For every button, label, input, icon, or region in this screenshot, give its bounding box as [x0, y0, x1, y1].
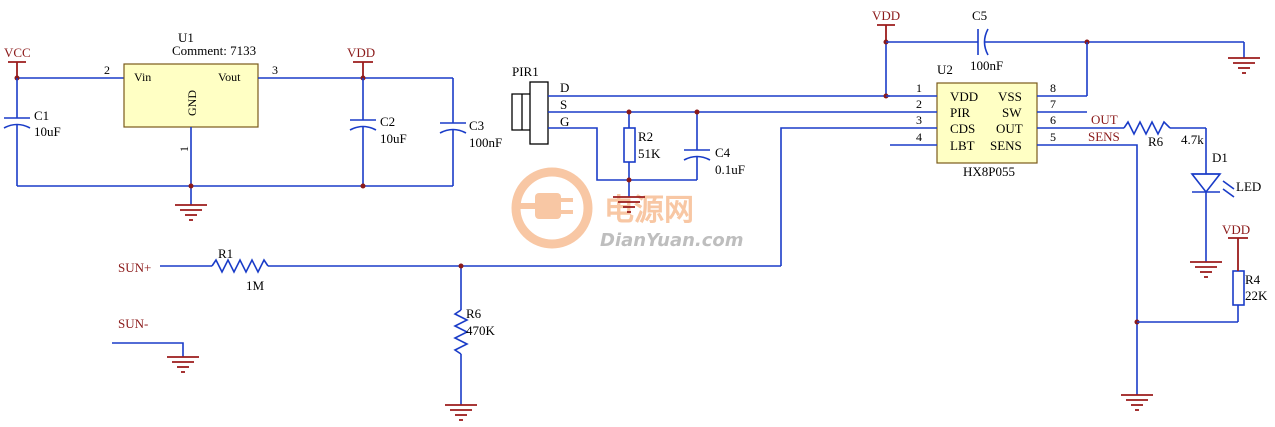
pir-ref: PIR1: [512, 64, 539, 79]
r1-resistor: [211, 258, 269, 274]
d1-value: LED: [1236, 179, 1261, 194]
r2-value: 51K: [638, 146, 661, 161]
svg-text:3: 3: [272, 63, 278, 77]
c2-ref: C2: [380, 114, 395, 129]
svg-text:PIR: PIR: [950, 105, 971, 120]
watermark-en: DianYuan.com: [600, 230, 744, 251]
svg-text:Vin: Vin: [134, 70, 151, 84]
r4-ref: R4: [1245, 272, 1261, 287]
svg-text:VDD: VDD: [950, 89, 978, 104]
svg-text:1: 1: [916, 81, 922, 95]
pir-sensor: [529, 81, 549, 145]
ground-icon: [1228, 57, 1260, 74]
svg-text:GND: GND: [185, 90, 199, 116]
r1-ref: R1: [218, 246, 233, 261]
svg-text:8: 8: [1050, 81, 1056, 95]
vcc-label: VCC: [4, 45, 31, 60]
ground-icon: [175, 204, 207, 221]
vdd-label-1: VDD: [347, 45, 375, 60]
c2-value: 10uF: [380, 131, 407, 146]
solar-input-section: SUN+ R1 1M R6 470K SUN-: [112, 127, 890, 421]
c3-ref: C3: [469, 118, 484, 133]
r1-value: 1M: [246, 278, 265, 293]
r6a-value: 470K: [466, 323, 496, 338]
sens-label: SENS: [1088, 129, 1120, 144]
svg-text:G: G: [560, 114, 569, 129]
r2-ref: R2: [638, 129, 653, 144]
c1-ref: C1: [34, 108, 49, 123]
ground-icon: [1121, 394, 1153, 411]
svg-text:LBT: LBT: [950, 138, 975, 153]
ground-icon: [445, 404, 477, 421]
r6b-ref: R6: [1148, 134, 1164, 149]
r6a-ref: R6: [466, 306, 482, 321]
svg-text:Vout: Vout: [218, 70, 241, 84]
svg-text:VSS: VSS: [998, 89, 1022, 104]
plug-logo-icon: [511, 167, 593, 249]
svg-text:1: 1: [177, 146, 191, 152]
d1-ref: D1: [1212, 150, 1228, 165]
ground-icon: [1190, 261, 1222, 278]
u1-regulator: [123, 63, 259, 128]
svg-text:OUT: OUT: [996, 121, 1023, 136]
svg-text:6: 6: [1050, 113, 1056, 127]
svg-text:3: 3: [916, 113, 922, 127]
ground-icon: [613, 196, 645, 213]
r6b-value: 4.7k: [1181, 132, 1204, 147]
pir-section: PIR1 D S G R2 51K C4 0.1uF: [511, 64, 890, 213]
svg-text:7: 7: [1050, 97, 1056, 111]
r4-value: 22K: [1245, 288, 1268, 303]
c3-value: 100nF: [469, 135, 502, 150]
c5-ref: C5: [972, 8, 987, 23]
watermark: 电源网 DianYuan.com: [511, 167, 744, 251]
c4-value: 0.1uF: [715, 162, 745, 177]
watermark-cn: 电源网: [604, 193, 694, 228]
vdd-label-3: VDD: [1222, 222, 1250, 237]
r2-resistor: [623, 127, 636, 163]
r6-resistor-470k: [453, 309, 469, 355]
out-label: OUT: [1091, 112, 1118, 127]
regulator-section: VCC 2 C1 10uF U1 Comment: 7133 Vin Vout …: [3, 30, 502, 221]
r6-resistor-4k7: [1123, 120, 1171, 136]
svg-text:2: 2: [104, 63, 110, 77]
ground-icon: [167, 356, 199, 373]
c1-value: 10uF: [34, 124, 61, 139]
svg-text:SW: SW: [1002, 105, 1022, 120]
output-section: OUT SENS R6 4.7k D1 LED VDD R4: [1087, 112, 1268, 411]
sun-neg-label: SUN-: [118, 316, 148, 331]
u1-comment: Comment: 7133: [172, 43, 256, 58]
r4-resistor: [1232, 270, 1245, 306]
u2-ref: U2: [937, 62, 953, 77]
svg-text:S: S: [560, 97, 567, 112]
c4-ref: C4: [715, 145, 731, 160]
svg-text:2: 2: [916, 97, 922, 111]
u1-ref: U1: [178, 30, 194, 45]
controller-section: VDD C5 100nF U2 HX8P055: [872, 8, 1260, 179]
svg-text:CDS: CDS: [950, 121, 975, 136]
c5-value: 100nF: [970, 58, 1003, 73]
svg-text:5: 5: [1050, 130, 1056, 144]
u2-controller: [936, 82, 1038, 164]
svg-text:SENS: SENS: [990, 138, 1022, 153]
vdd-label-2: VDD: [872, 8, 900, 23]
u2-part: HX8P055: [963, 164, 1015, 179]
sun-pos-label: SUN+: [118, 260, 151, 275]
d1-led: [1190, 173, 1222, 194]
svg-text:4: 4: [916, 130, 922, 144]
svg-text:D: D: [560, 80, 569, 95]
